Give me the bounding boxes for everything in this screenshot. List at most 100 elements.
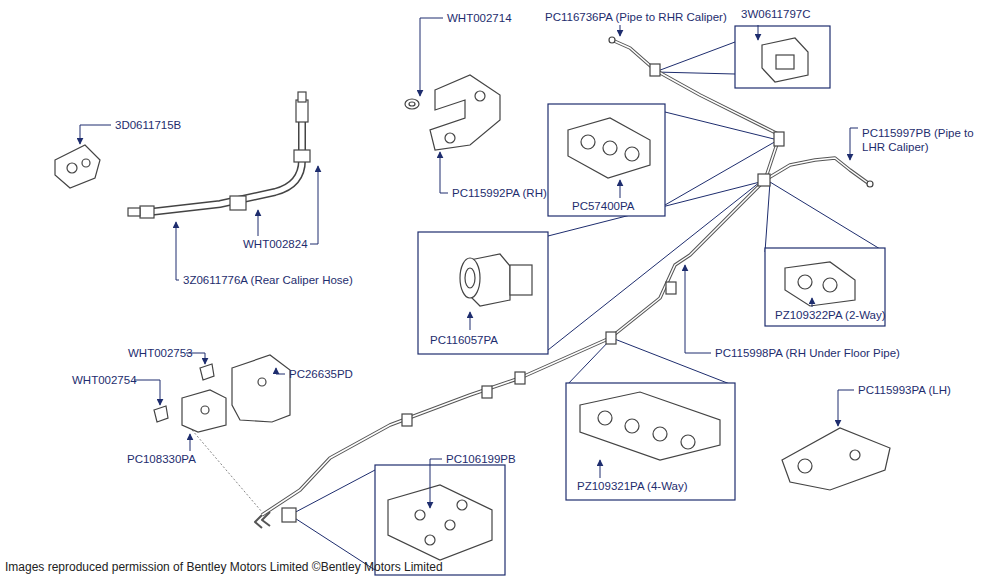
- union-thread: [510, 265, 532, 295]
- part-number: 3Z0611776A (Rear Caliper Hose): [183, 273, 353, 287]
- pad-hole: [425, 535, 435, 545]
- part-number: PC116057PA: [430, 333, 498, 347]
- inset-leaders: [192, 42, 885, 570]
- rh-bracket: [405, 75, 500, 150]
- inset-leader: [655, 42, 735, 72]
- leader-arrow: [600, 460, 601, 478]
- hose-fitting: [298, 92, 306, 102]
- nut: [405, 99, 419, 109]
- clip-hole: [681, 435, 695, 449]
- inset-leader: [612, 338, 735, 386]
- block-hole: [201, 406, 209, 414]
- bracket-hole: [258, 378, 266, 386]
- pipe-highlight: [612, 40, 780, 180]
- under-floor-pipe: [262, 158, 868, 515]
- clip-body: [55, 145, 100, 188]
- clip-hole: [653, 427, 667, 441]
- pipe-highlight: [262, 158, 868, 515]
- pipe-clip: [402, 414, 412, 426]
- pipe-clip: [282, 508, 296, 522]
- leader-arrow: [850, 128, 858, 160]
- pipe-nut: [867, 181, 873, 187]
- label-leaders: [80, 18, 858, 508]
- part-number: WHT002714: [447, 11, 512, 25]
- inset-boxes: [375, 26, 885, 575]
- part-number: PC115992PA (RH): [452, 186, 547, 200]
- clip-hole: [82, 159, 90, 167]
- clip-3w: [762, 38, 808, 82]
- inset-box: [548, 104, 665, 216]
- part-number: PC106199PB: [446, 452, 516, 466]
- leader-arrow: [440, 152, 448, 193]
- part-number: PC108330PA: [127, 452, 196, 466]
- clip-hole: [603, 141, 617, 155]
- part-number: 3D0611715B: [115, 118, 181, 132]
- bolt: [154, 406, 168, 422]
- leader-arrow: [420, 18, 443, 96]
- clip-hole: [625, 147, 639, 161]
- leader-arrow: [276, 368, 285, 374]
- lh-bracket: [782, 428, 890, 490]
- part-number: WHT002754: [72, 373, 137, 387]
- pad-block: [388, 485, 492, 560]
- inset-box: [735, 26, 830, 88]
- clip-hole: [598, 411, 612, 425]
- dotted-leader: [192, 430, 262, 512]
- part-number: PZ109321PA (4-Way): [577, 479, 688, 493]
- pipe-clip: [515, 372, 525, 384]
- pipe-clip: [774, 132, 784, 146]
- pipe-clip: [666, 282, 676, 294]
- inset-leader: [665, 140, 778, 205]
- hose-ferrule: [230, 196, 246, 210]
- block-bracket: [232, 355, 290, 422]
- pipe-clip: [606, 332, 616, 344]
- clip-4way: [580, 392, 720, 460]
- inset-leader: [566, 338, 612, 386]
- hose-body: [150, 120, 302, 212]
- leader-arrow: [685, 265, 711, 353]
- part-number: WHT002753: [128, 346, 193, 360]
- part-number: PC116736PA (Pipe to RHR Caliper): [545, 10, 727, 24]
- leader-arrow: [190, 434, 191, 451]
- inset-leader: [655, 72, 735, 74]
- hose-fitting: [128, 208, 140, 216]
- rhr-pipe: [612, 40, 780, 180]
- nut-hole: [409, 102, 415, 106]
- pipe-end: [255, 512, 270, 528]
- part-number: 3W0611797C: [741, 7, 810, 21]
- inset-box: [375, 465, 505, 575]
- part-number: PC26635PD: [289, 367, 353, 381]
- clip-hole: [67, 163, 77, 173]
- leader-arrow: [134, 380, 160, 405]
- leader-arrow: [620, 180, 621, 198]
- part-number: WHT002824: [243, 237, 308, 251]
- inset-leader: [770, 182, 885, 252]
- hose-body: [150, 120, 302, 212]
- inset-box: [765, 248, 885, 326]
- pipe-block-assembly: [154, 355, 290, 432]
- part-number: PC115998PA (RH Under Floor Pipe): [715, 346, 900, 360]
- pipe-clip: [758, 174, 770, 186]
- bolt: [200, 364, 214, 380]
- bracket-hole: [850, 450, 860, 460]
- clip-3way: [568, 118, 650, 178]
- clip-slot: [776, 55, 794, 69]
- leader-arrow: [812, 298, 813, 307]
- union-face: [460, 258, 480, 298]
- bracket-hole: [798, 459, 812, 473]
- clip-hole: [581, 135, 595, 149]
- bracket-body: [430, 75, 500, 150]
- inset-box: [418, 232, 548, 354]
- bracket-hole: [475, 91, 485, 101]
- clip-hole: [798, 275, 812, 289]
- leader-arrow: [310, 166, 318, 244]
- part-number: PZ109322PA (2-Way): [775, 308, 886, 322]
- bracket-hole: [445, 133, 455, 143]
- leader-arrow: [838, 390, 854, 426]
- hose-clip: [55, 145, 100, 188]
- pipe-block: [182, 390, 226, 432]
- union-bore: [465, 268, 475, 288]
- leader-arrow: [430, 459, 442, 508]
- pipe-nut: [609, 37, 615, 43]
